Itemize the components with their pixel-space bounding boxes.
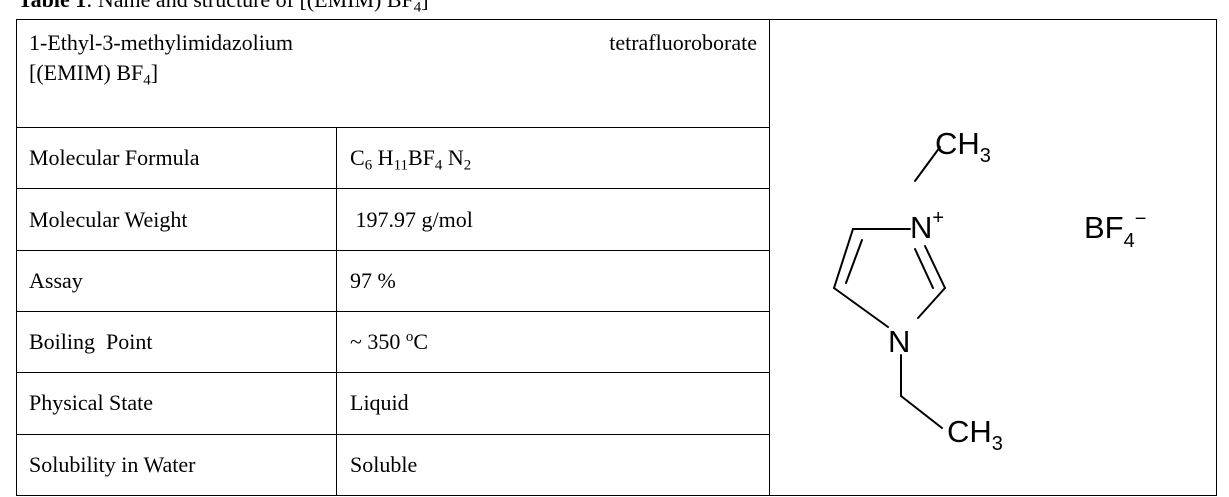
bond-c5-c4-double: [845, 239, 864, 284]
emim-bf4-structure-diagram: CH3 N+ N CH3 BF4−: [833, 126, 1146, 455]
bond-c2-n1: [917, 287, 947, 319]
table-row: Molecular Weight 197.97 g/mol: [16, 188, 1217, 251]
property-label: Solubility in Water: [16, 433, 337, 497]
bond-n3-c2: [924, 245, 947, 289]
caption-text: : Name and structure of [(EMIM) BF: [86, 0, 413, 12]
bond-n3-c2-double: [914, 248, 935, 289]
property-value: 197.97 g/mol: [335, 188, 771, 251]
n-plus-label: N+: [910, 207, 944, 245]
bf4-anion-label: BF4−: [1084, 208, 1146, 252]
compound-abbr-close: ]: [150, 60, 159, 85]
property-value-boiling: ~ 350 oC: [335, 311, 771, 374]
property-label: Molecular Formula: [16, 127, 337, 190]
caption-subscript: 4: [413, 0, 422, 16]
property-label: Molecular Weight: [16, 188, 337, 251]
property-value: Soluble: [335, 433, 771, 497]
n-bottom-label: N: [888, 324, 910, 359]
table-row: Boiling Point ~ 350 oC: [16, 311, 1217, 374]
table-caption: Table 1: Name and structure of [(EMIM) B…: [18, 0, 429, 16]
property-label: Boiling Point: [16, 311, 337, 374]
compound-abbr: [(EMIM) BF: [29, 60, 144, 85]
property-label: Assay: [16, 249, 337, 313]
caption-end: ]: [421, 0, 428, 12]
table-row: Physical State Liquid: [16, 372, 1217, 435]
property-label: Physical State: [16, 372, 337, 435]
bond-ch2-methyl: [900, 395, 944, 429]
compound-abbr-sub: 4: [143, 72, 151, 89]
methyl-top-label: CH3: [935, 126, 991, 167]
methyl-bottom-label: CH3: [947, 414, 1003, 455]
property-value: Liquid: [335, 372, 771, 435]
compound-name-cell: 1-Ethyl-3-methylimidazolium tetrafluorobo…: [15, 18, 771, 129]
property-value-formula: C6 H11BF4 N2: [335, 127, 771, 190]
compound-name-part1: 1-Ethyl-3-methylimidazolium: [29, 30, 293, 55]
structure-cell: CH3 N+ N CH3 BF4−: [769, 19, 1218, 496]
compound-name-part2: tetrafluoroborate: [609, 30, 758, 55]
bond-n-methyl-top: [914, 146, 942, 182]
bond-c5-c4: [833, 228, 855, 289]
caption-label: Table 1: [18, 0, 86, 12]
table-row: Solubility in Water Soluble: [16, 433, 1217, 497]
bond-c4-n1: [833, 287, 890, 328]
property-value: 97 %: [335, 249, 771, 313]
properties-table: 1-Ethyl-3-methylimidazolium tetrafluorobo…: [15, 18, 1218, 497]
